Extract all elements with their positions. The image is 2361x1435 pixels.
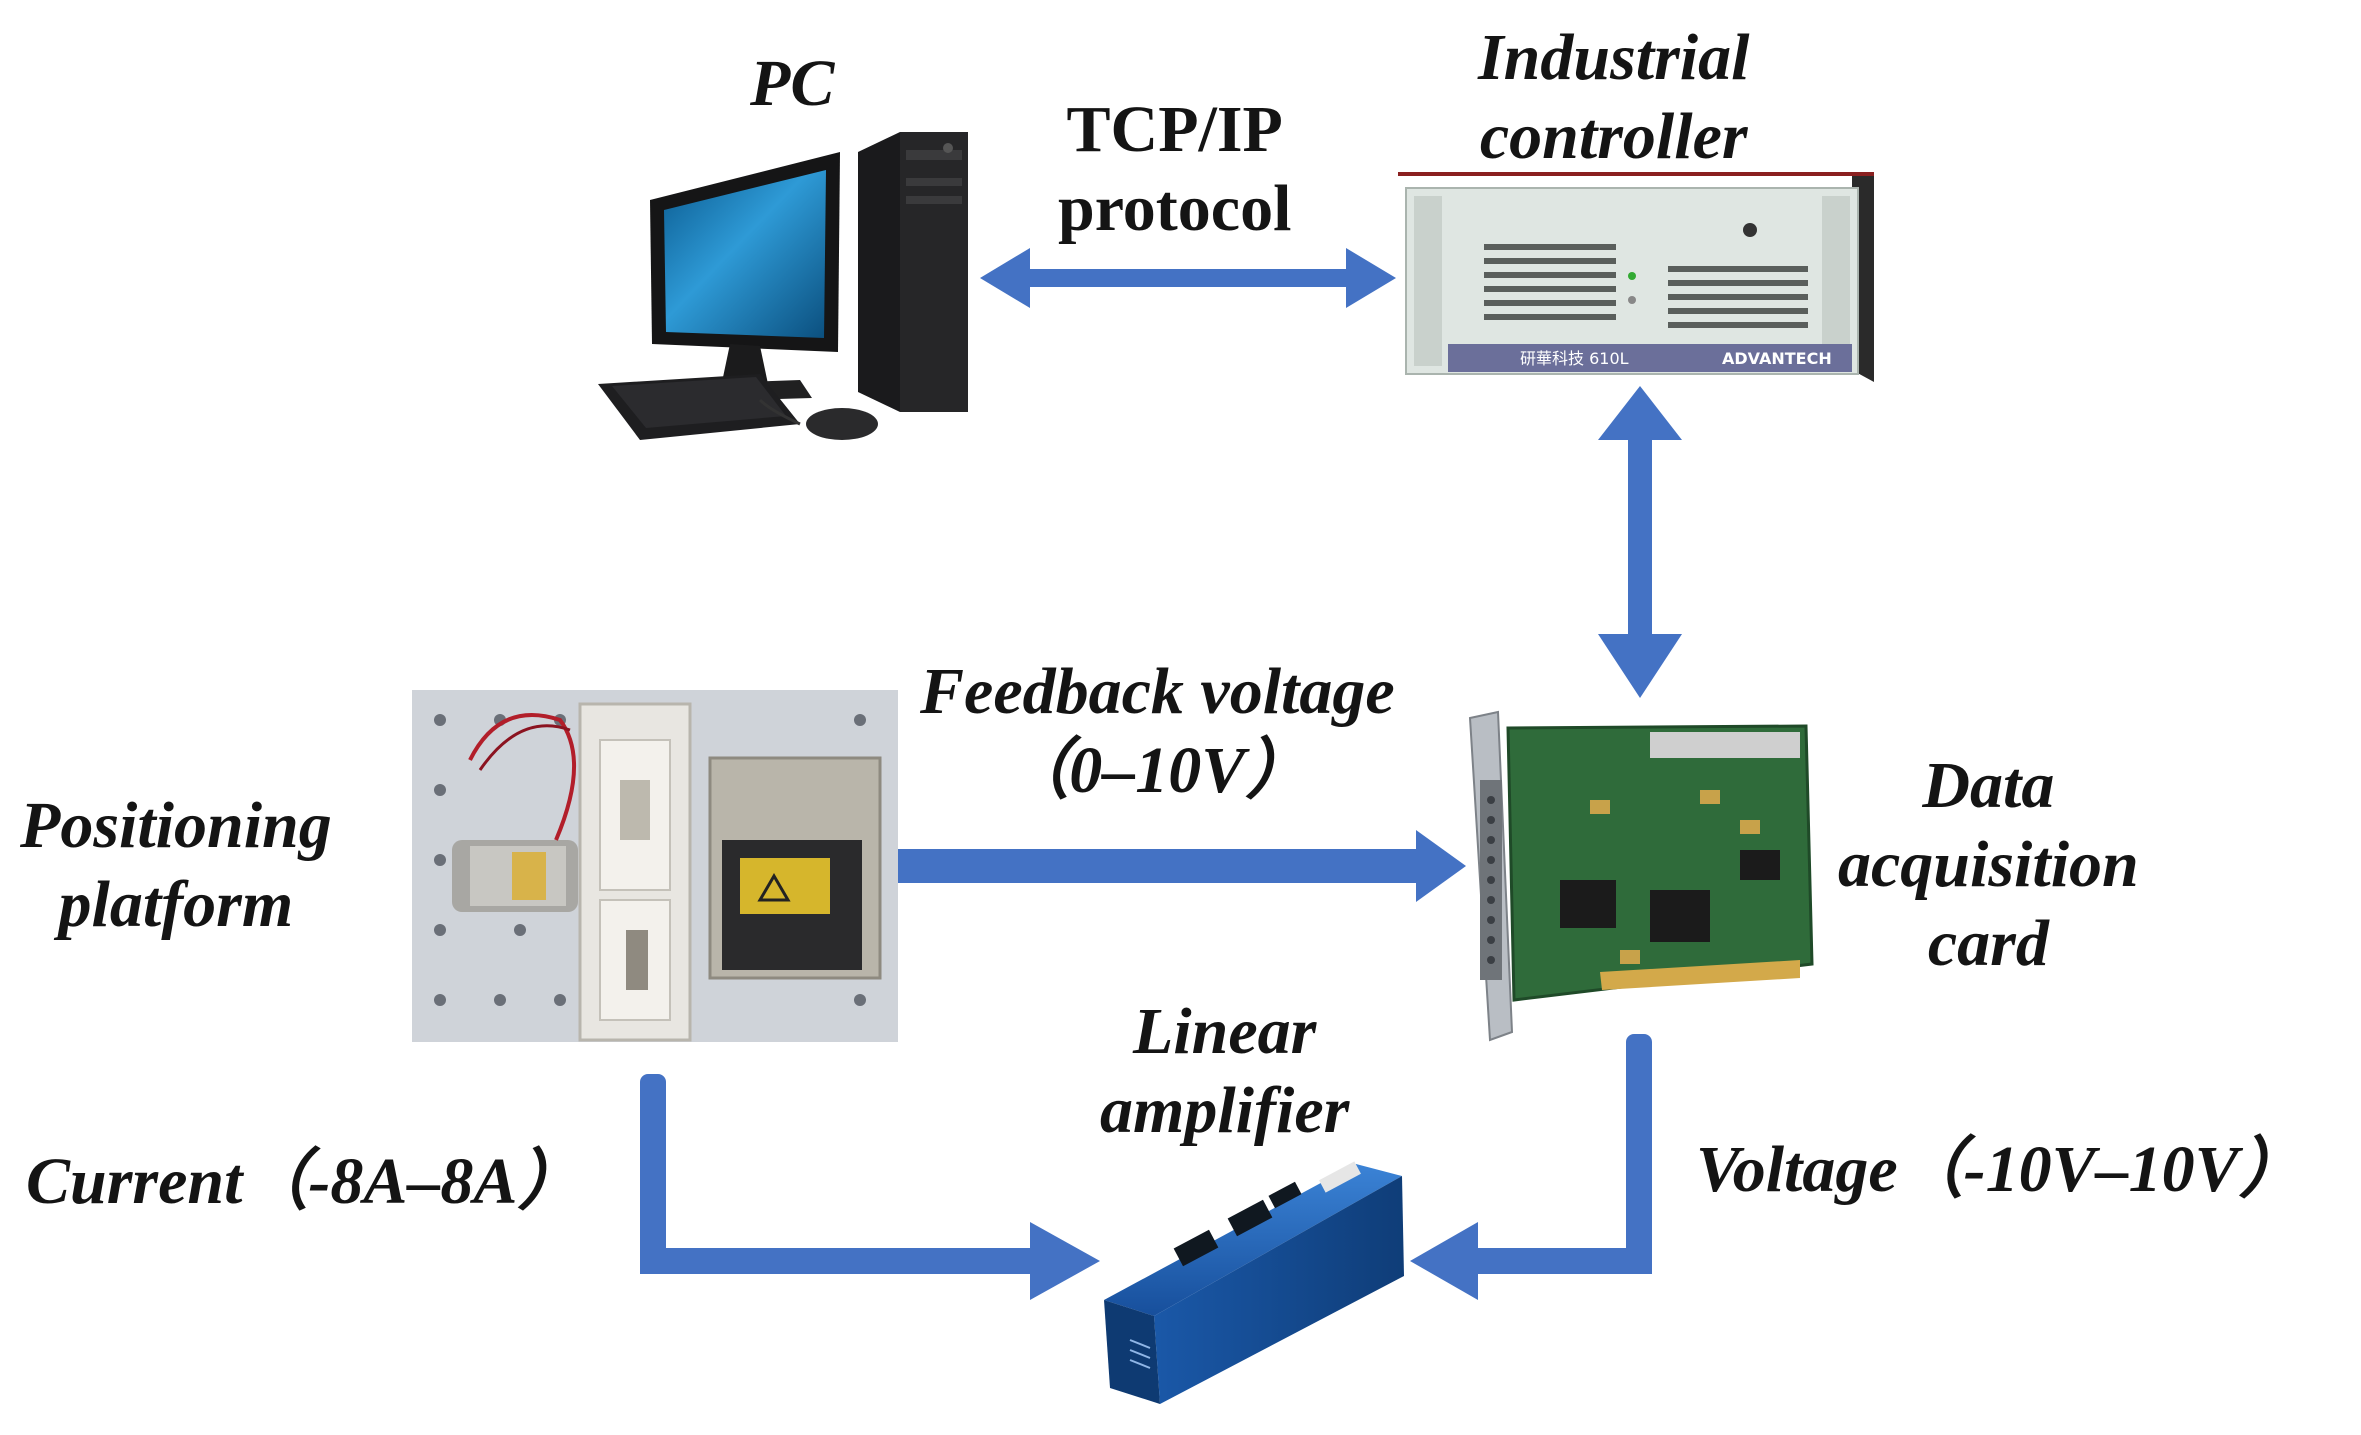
label-data-acquisition-card: Data acquisition card <box>1838 746 2139 984</box>
industrial-controller-image: 研華科技 610L ADVANTECH <box>1398 172 1874 382</box>
label-pc: PC <box>750 47 835 120</box>
positioning-platform-image <box>412 690 898 1042</box>
label-feedback-voltage: Feedback voltage （0–10V） <box>920 652 1395 810</box>
controller-vent-right <box>1668 266 1808 328</box>
label-positioning-platform: Positioning platform <box>20 786 332 944</box>
label-industrial-controller: Industrial controller <box>1478 18 1749 176</box>
label-tcp-ip-line1: TCP/IP <box>1066 93 1283 166</box>
controller-vent-left <box>1484 244 1616 320</box>
controller-badge: 研華科技 610L <box>1520 349 1629 368</box>
label-data-acquisition-card-line2: acquisition <box>1838 828 2139 902</box>
data-acquisition-card-image <box>1468 710 1814 1042</box>
label-data-acquisition-card-line1: Data <box>1922 749 2055 822</box>
arrow-feedback-voltage <box>898 830 1466 902</box>
label-positioning-platform-line1: Positioning <box>20 789 332 862</box>
arrow-current <box>640 1074 1100 1300</box>
label-linear-amplifier: Linear amplifier <box>1100 992 1349 1150</box>
label-tcp-ip-line2: protocol <box>1058 172 1292 246</box>
label-linear-amplifier-line2: amplifier <box>1100 1074 1350 1148</box>
arrow-pc-controller <box>980 248 1396 308</box>
label-current: Current（-8A–8A） <box>26 1145 584 1218</box>
label-tcp-ip: TCP/IP protocol <box>1058 90 1291 248</box>
pc-mouse <box>806 408 878 440</box>
pc-screen <box>664 170 826 338</box>
pc-image <box>598 132 968 440</box>
label-industrial-controller-line2: controller <box>1479 100 1748 174</box>
label-linear-amplifier-line1: Linear <box>1132 995 1317 1068</box>
arrow-voltage <box>1410 1034 1652 1300</box>
label-positioning-platform-line2: platform <box>58 868 294 942</box>
label-data-acquisition-card-line3: card <box>1927 907 2049 981</box>
linear-amplifier-image <box>1104 1161 1404 1404</box>
controller-brand: ADVANTECH <box>1722 349 1832 368</box>
label-voltage: Voltage（-10V–10V） <box>1696 1133 2305 1206</box>
label-feedback-voltage-line1: Feedback voltage <box>920 655 1395 728</box>
label-feedback-voltage-line2: （0–10V） <box>1003 734 1312 808</box>
arrow-controller-daq <box>1598 386 1682 698</box>
label-industrial-controller-line1: Industrial <box>1478 21 1750 94</box>
